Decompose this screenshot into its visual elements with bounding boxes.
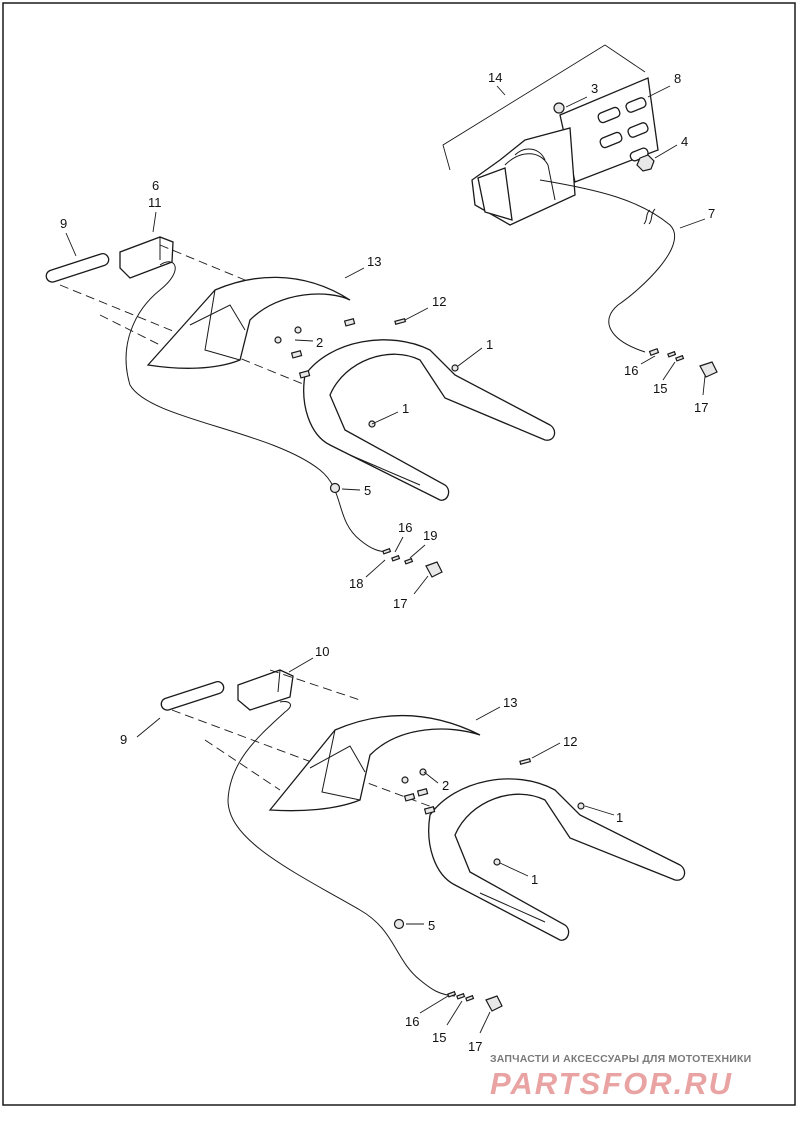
callout-15a: 15 <box>653 381 667 396</box>
page-border <box>2 2 796 1106</box>
callout-7: 7 <box>708 206 715 221</box>
callout-1d: 1 <box>531 872 538 887</box>
screw-3-part <box>553 102 565 114</box>
watermark-logo: PARTSFOR.RU <box>490 1066 734 1101</box>
connector-17b-part <box>425 561 443 578</box>
callout-9: 9 <box>60 216 67 231</box>
fender-support-bracket <box>303 339 556 501</box>
callout-1a: 1 <box>486 337 493 352</box>
screw-5b-part <box>393 918 405 930</box>
fender-tip-13-part <box>146 276 351 369</box>
top-assembly: 14 3 8 4 7 6 11 9 13 12 2 1 1 16 15 17 5… <box>45 44 718 611</box>
connector-17c-part <box>485 995 503 1012</box>
callout-3: 3 <box>591 81 598 96</box>
watermark-tagline: ЗАПЧАСТИ И АКСЕССУАРЫ ДЛЯ МОТОТЕХНИКИ <box>490 1053 752 1065</box>
connector-17-part <box>699 361 718 378</box>
callout-17c: 17 <box>468 1039 482 1054</box>
callout-1b: 1 <box>402 401 409 416</box>
callout-18: 18 <box>349 576 363 591</box>
callout-16a: 16 <box>624 363 638 378</box>
callout-10: 10 <box>315 644 329 659</box>
fender-support-bracket-b <box>428 778 686 941</box>
callout-17a: 17 <box>694 400 708 415</box>
wire-harness-bottom <box>227 701 456 997</box>
callout-14: 14 <box>488 70 502 85</box>
callout-19: 19 <box>423 528 437 543</box>
license-plate-bracket <box>559 77 659 183</box>
callout-5b: 5 <box>428 918 435 933</box>
callout-6: 6 <box>152 178 159 193</box>
callout-9b: 9 <box>120 732 127 747</box>
callout-15b: 15 <box>432 1030 446 1045</box>
callout-16c: 16 <box>405 1014 419 1029</box>
callout-8: 8 <box>674 71 681 86</box>
reflector-9b-part <box>160 681 225 711</box>
callout-1c: 1 <box>616 810 623 825</box>
callout-2b: 2 <box>442 778 449 793</box>
reflector-9-part <box>45 253 110 283</box>
lamp-6-part <box>119 236 174 279</box>
callout-13b: 13 <box>503 695 517 710</box>
fender-tip-13b-part <box>268 714 481 812</box>
plate-mount-housing <box>471 127 576 226</box>
callout-11: 11 <box>148 195 162 210</box>
nut-4-part <box>636 154 655 172</box>
callout-12: 12 <box>432 294 446 309</box>
callout-5: 5 <box>364 483 371 498</box>
callout-12b: 12 <box>563 734 577 749</box>
wire-harness-left <box>125 261 391 553</box>
bottom-assembly: 10 9 13 12 2 1 1 5 16 15 17 <box>120 644 686 1054</box>
lamp-10-part <box>237 669 294 711</box>
callout-17b: 17 <box>393 596 407 611</box>
wire-harness-7 <box>539 179 676 353</box>
callout-13: 13 <box>367 254 381 269</box>
callout-16b: 16 <box>398 520 412 535</box>
callout-2: 2 <box>316 335 323 350</box>
callout-4: 4 <box>681 134 688 149</box>
screw-5-part <box>329 482 341 494</box>
